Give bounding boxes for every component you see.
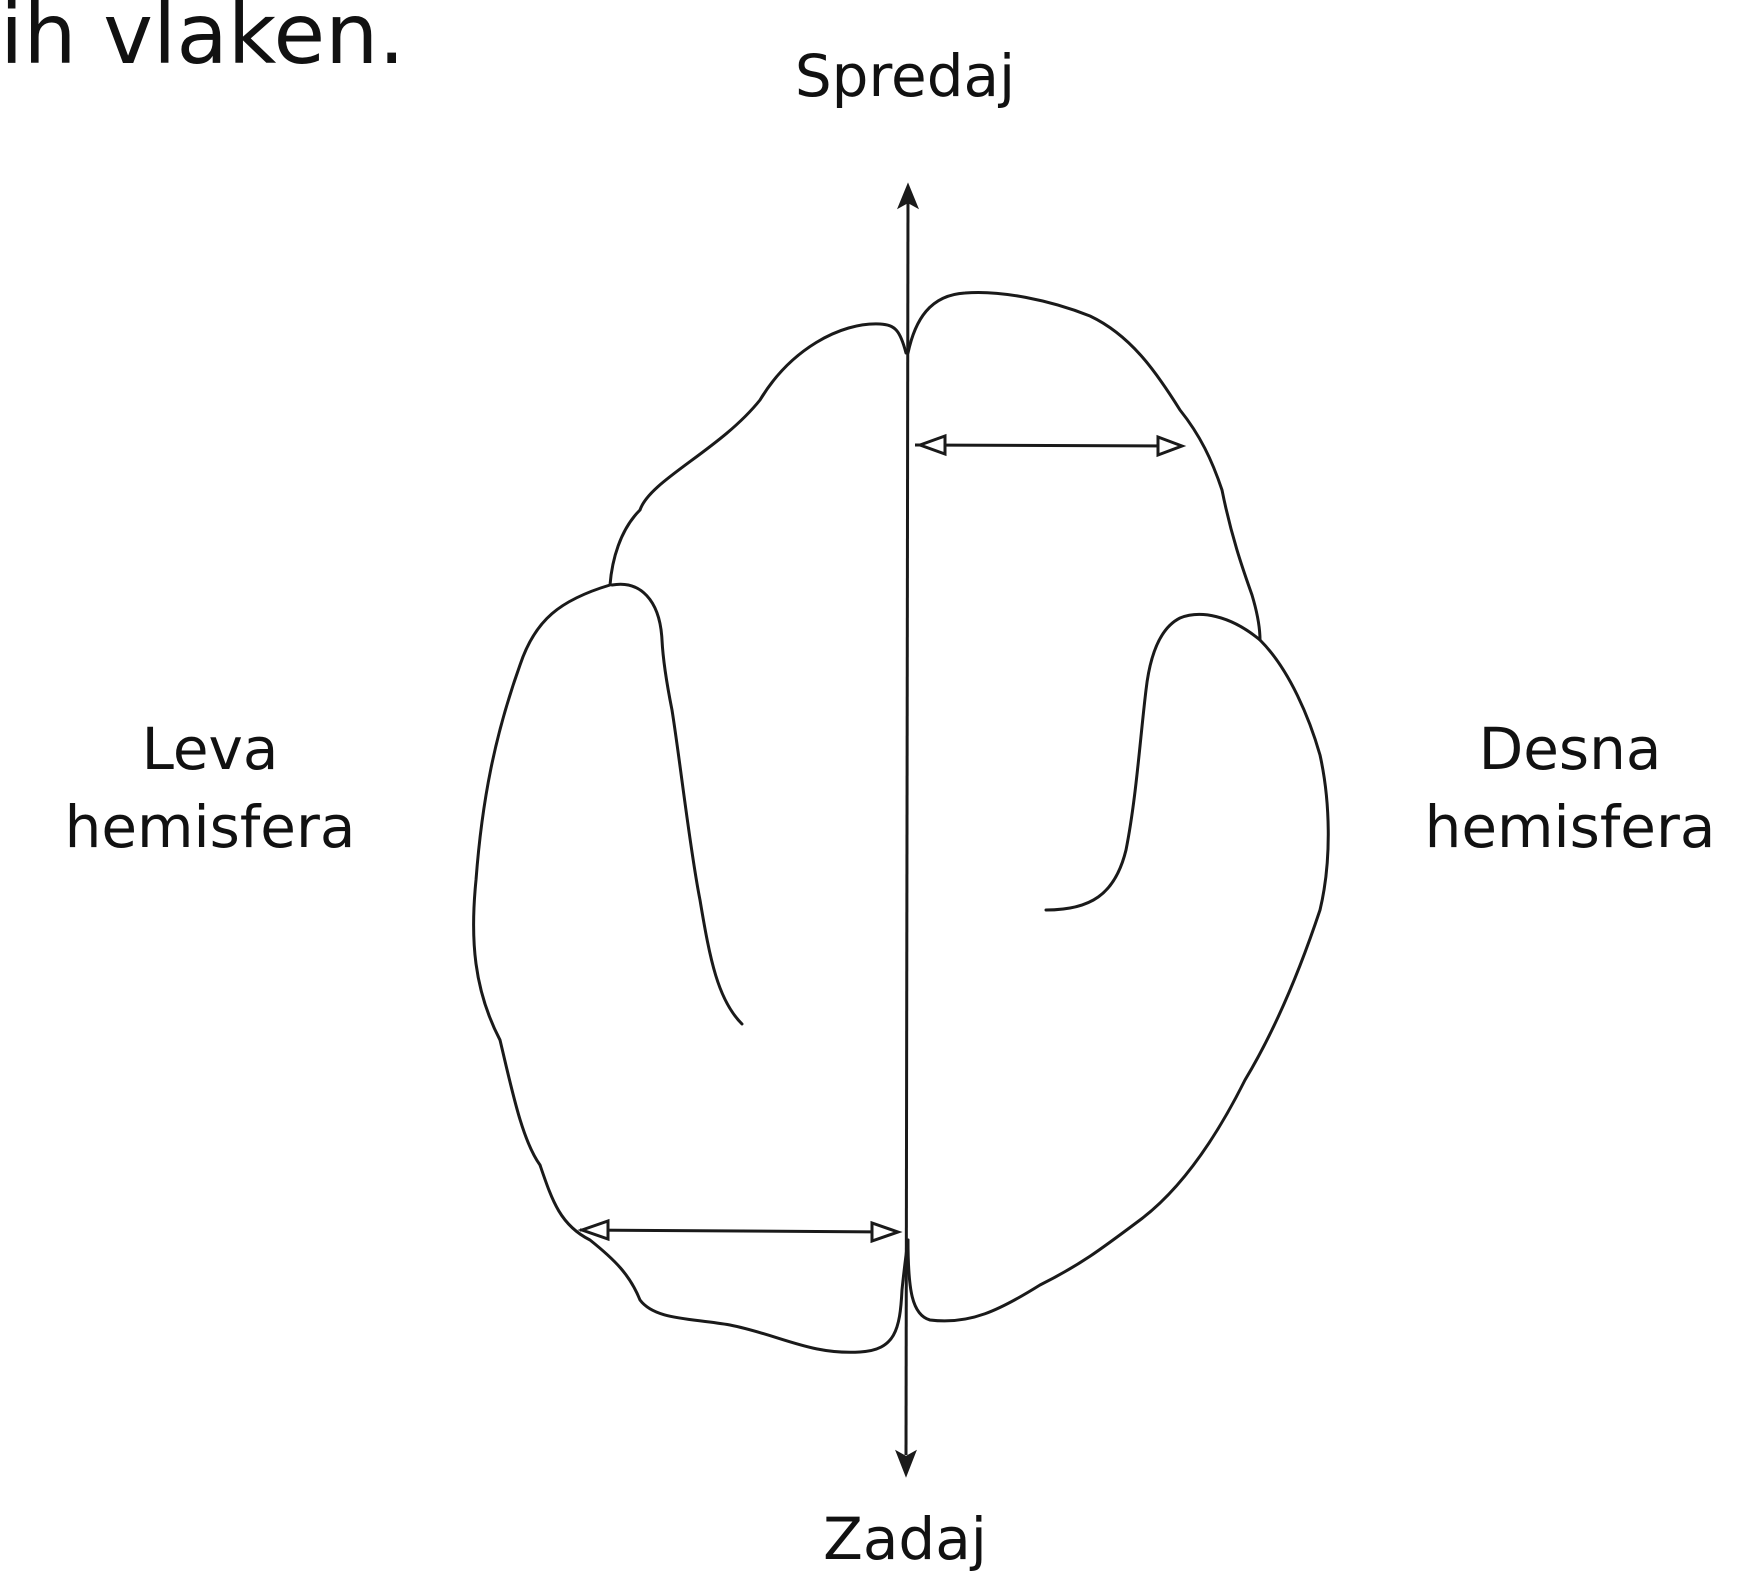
arrow-down-back [897,1452,915,1475]
right-width-arrow-head-left [920,436,945,454]
left-width-arrow-line [580,1230,898,1232]
left-inner-fissure [612,584,742,1024]
left-width-arrow-head-right [872,1223,898,1241]
right-width-arrow-head-right [1158,437,1182,455]
right-inner-fissure [1046,614,1260,910]
right-width-arrow-line [915,445,1175,446]
midline-axis [906,195,908,1455]
